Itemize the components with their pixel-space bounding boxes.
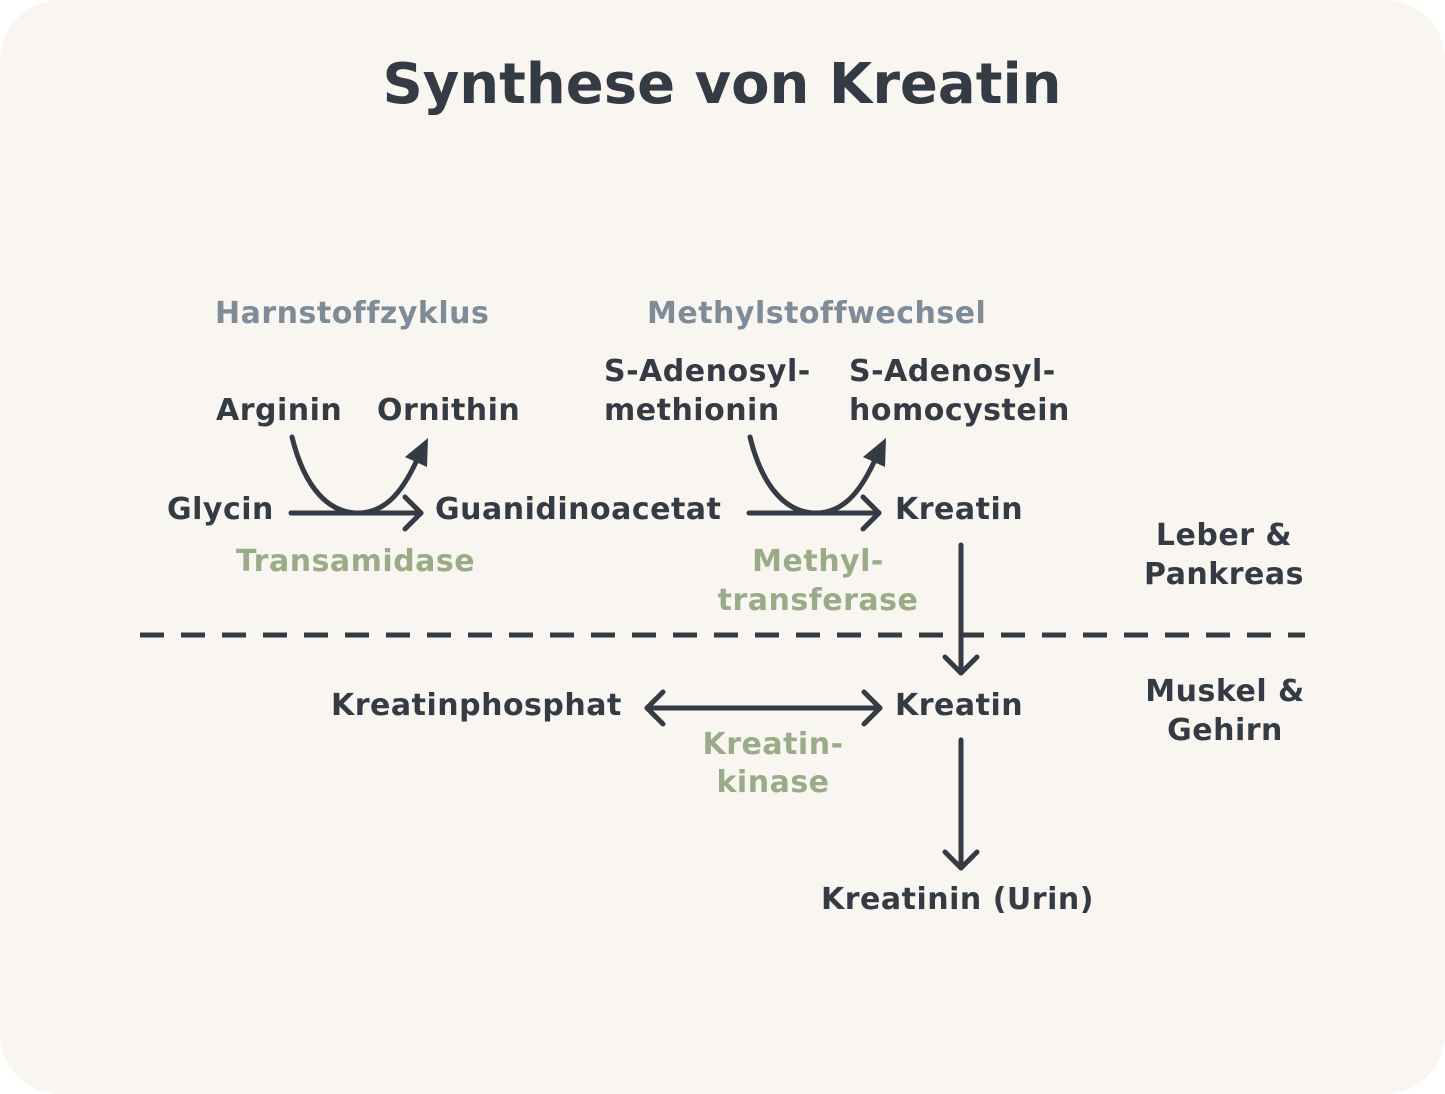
molecule-sam-line1: S-Adenosyl-	[604, 354, 811, 389]
arrow-kreatinphosphat-kreatin	[644, 689, 883, 727]
molecule-arginin: Arginin	[216, 393, 343, 428]
enzyme-transamidase: Transamidase	[236, 544, 476, 579]
arrow-kreatin-transport	[942, 542, 980, 676]
arrow-arginin-ornithin	[289, 434, 419, 516]
molecule-kreatinin: Kreatinin (Urin)	[821, 882, 1094, 917]
molecule-ornithin: Ornithin	[377, 393, 521, 428]
molecule-sah-line2: homocystein	[849, 393, 1070, 428]
diagram-title: Synthese von Kreatin	[382, 52, 1062, 117]
arrow-kreatin-kreatinin	[942, 737, 980, 871]
molecule-glycin: Glycin	[167, 492, 274, 527]
enzyme-kreatinkinase-line2: kinase	[716, 765, 830, 800]
molecule-kreatinphosphat: Kreatinphosphat	[331, 688, 622, 723]
pathway-label-urea-cycle: Harnstoffzyklus	[215, 296, 490, 331]
molecule-sam-line2: methionin	[604, 393, 780, 428]
region-liver-line1: Leber &	[1155, 518, 1293, 553]
arrowhead-sah	[863, 438, 886, 467]
molecule-kreatin-muscle: Kreatin	[895, 688, 1024, 723]
enzyme-methyltransferase-line2: transferase	[717, 583, 919, 618]
enzyme-kreatinkinase-line1: Kreatin-	[702, 727, 844, 762]
region-muscle-line1: Muskel &	[1145, 674, 1305, 709]
arrowhead-ornithin	[405, 438, 428, 467]
region-liver-line2: Pankreas	[1144, 557, 1304, 592]
molecule-sah-line1: S-Adenosyl-	[849, 354, 1056, 389]
molecule-kreatin-liver: Kreatin	[895, 492, 1024, 527]
molecule-guanidinoacetat: Guanidinoacetat	[435, 492, 722, 527]
pathway-label-methyl: Methylstoffwechsel	[647, 296, 987, 331]
enzyme-methyltransferase-line1: Methyl-	[752, 544, 884, 579]
region-muscle-line2: Gehirn	[1167, 713, 1283, 748]
arrow-sam-sah	[747, 434, 877, 516]
